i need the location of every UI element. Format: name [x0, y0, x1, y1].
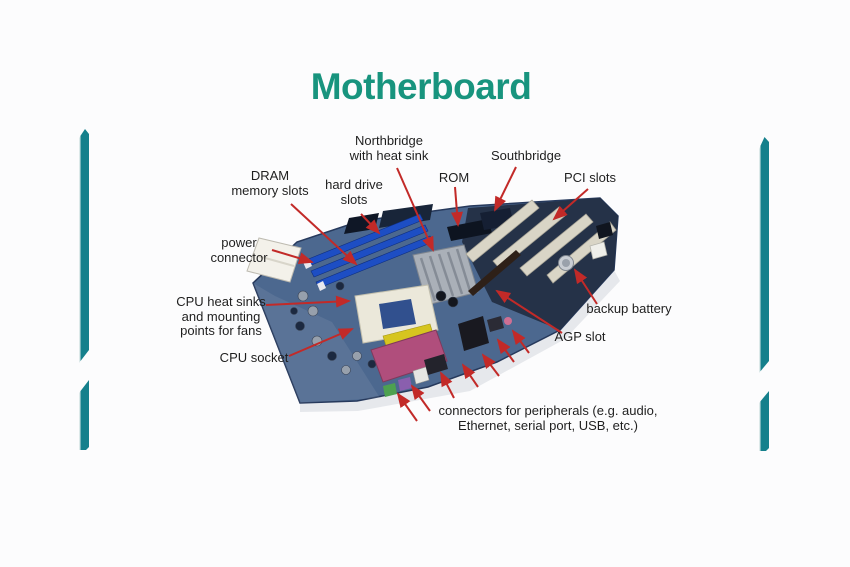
arrow-dram — [290, 203, 358, 266]
corner-connector — [596, 222, 613, 239]
arrow-power — [271, 249, 314, 265]
edge-connector — [589, 241, 608, 260]
board-shadow — [300, 270, 620, 412]
arrow-cpu-heatsink — [265, 295, 351, 308]
arrow-peripheral-2 — [410, 384, 431, 412]
label-rom: ROM — [438, 170, 470, 185]
arrow-northbridge — [396, 167, 434, 252]
capacitors — [290, 281, 459, 375]
label-power: power connector — [210, 235, 268, 265]
arrow-peripheral-5 — [481, 353, 500, 377]
arrow-peripheral-4 — [461, 363, 479, 388]
pointer-arrows — [265, 166, 598, 422]
arrow-cpu-socket — [288, 328, 354, 357]
label-pci-slots: PCI slots — [563, 170, 617, 185]
label-hard-drive: hard drive slots — [325, 177, 383, 207]
backup-battery — [558, 255, 574, 271]
label-backup-battery: backup battery — [586, 301, 672, 316]
label-dram: DRAM memory slots — [231, 168, 309, 198]
arrow-peripheral-1 — [396, 392, 418, 422]
arrow-peripheral-6 — [496, 338, 515, 363]
agp-slot — [468, 250, 521, 296]
label-northbridge: Northbridge with heat sink — [349, 133, 429, 163]
decor-bar-left-top — [79, 129, 89, 363]
arrow-hard-drive — [360, 213, 381, 235]
audio-port — [504, 317, 512, 325]
label-agp-slot: AGP slot — [554, 329, 606, 344]
arrow-battery — [573, 268, 598, 305]
arrow-pci — [552, 188, 589, 221]
io-ports — [370, 316, 512, 397]
arrow-rom — [450, 186, 463, 227]
arrow-agp — [495, 289, 563, 334]
arrow-peripheral-7 — [511, 329, 530, 354]
label-cpu-heatsink: CPU heat sinks and mounting points for f… — [176, 294, 266, 338]
rom-chip — [447, 219, 492, 241]
decor-bar-right-bottom — [759, 391, 769, 451]
label-cpu-socket: CPU socket — [219, 350, 289, 365]
power-connector — [246, 237, 302, 283]
label-southbridge: Southbridge — [490, 148, 562, 163]
decor-bar-left-bottom — [79, 380, 89, 450]
label-peripherals: connectors for peripherals (e.g. audio, … — [438, 403, 658, 433]
arrow-peripheral-3 — [440, 371, 455, 399]
arrow-southbridge — [494, 166, 517, 212]
decor-bar-right-top — [759, 137, 769, 373]
page-title: Motherboard — [310, 66, 532, 107]
